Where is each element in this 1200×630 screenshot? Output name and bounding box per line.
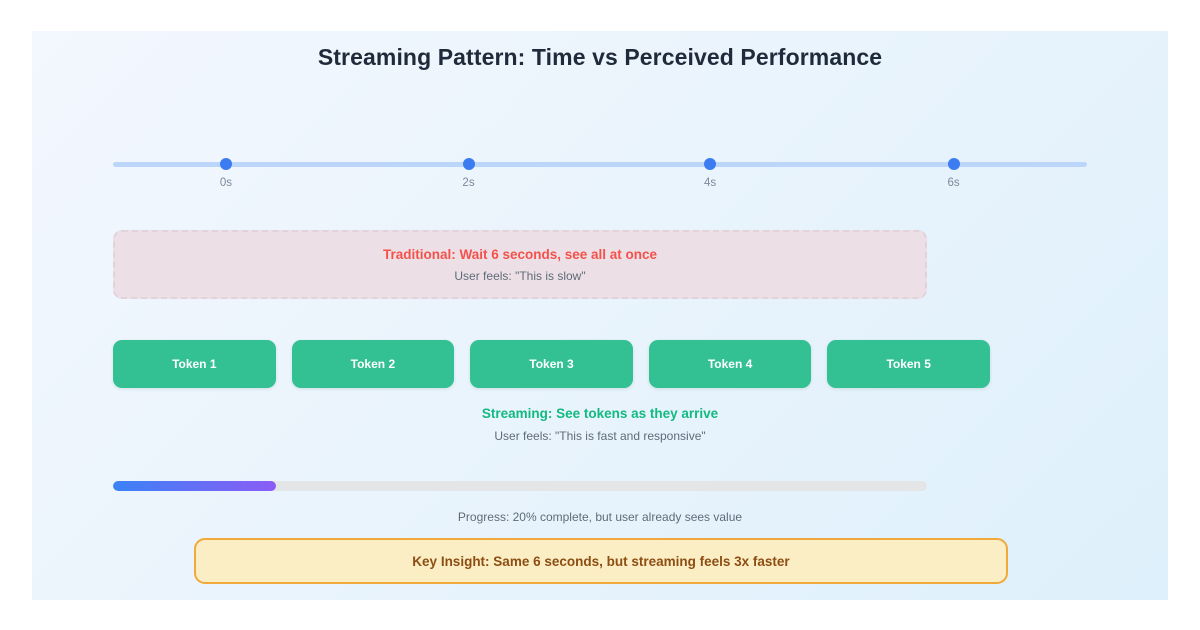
timeline-dot-icon <box>462 158 475 170</box>
infographic-card: Streaming Pattern: Time vs Perceived Per… <box>32 31 1168 600</box>
traditional-banner: Traditional: Wait 6 seconds, see all at … <box>113 230 927 299</box>
timeline-tick-label: 6s <box>947 177 960 189</box>
timeline-tick-label: 0s <box>219 177 233 189</box>
token-chip: Token 2 <box>291 340 455 388</box>
token-chip: Token 4 <box>648 340 812 388</box>
page-title: Streaming Pattern: Time vs Perceived Per… <box>317 44 883 70</box>
timeline-tick-label: 4s <box>703 177 717 189</box>
progress-bar-track <box>113 481 927 491</box>
key-insight-text: Key Insight: Same 6 seconds, but streami… <box>412 553 790 569</box>
streaming-caption: Streaming: See tokens as they arrive Use… <box>32 406 1168 443</box>
streaming-subtext: User feels: "This is fast and responsive… <box>494 429 706 443</box>
timeline-track <box>113 162 1087 167</box>
timeline-dot-icon <box>947 158 960 170</box>
timeline-tick-1: 2s <box>439 147 499 189</box>
timeline-tick-3: 6s <box>924 147 984 189</box>
progress-caption: Progress: 20% complete, but user already… <box>457 510 743 524</box>
token-row: Token 1 Token 2 Token 3 Token 4 Token 5 <box>113 340 990 388</box>
progress-bar-fill <box>113 481 276 491</box>
timeline-tick-label: 2s <box>462 177 475 189</box>
token-chip: Token 1 <box>113 340 276 388</box>
timeline-tick-2: 4s <box>680 147 740 189</box>
key-insight-box: Key Insight: Same 6 seconds, but streami… <box>194 538 1008 584</box>
streaming-headline: Streaming: See tokens as they arrive <box>481 406 719 421</box>
timeline-dot-icon <box>704 158 717 170</box>
traditional-headline: Traditional: Wait 6 seconds, see all at … <box>382 246 658 262</box>
token-chip: Token 5 <box>827 340 990 388</box>
traditional-subtext: User feels: "This is slow" <box>454 268 586 283</box>
timeline-tick-0: 0s <box>196 147 256 189</box>
token-chip: Token 3 <box>470 340 633 388</box>
timeline-dot-icon <box>219 158 232 170</box>
timeline: 0s 2s 4s 6s <box>113 147 1087 195</box>
